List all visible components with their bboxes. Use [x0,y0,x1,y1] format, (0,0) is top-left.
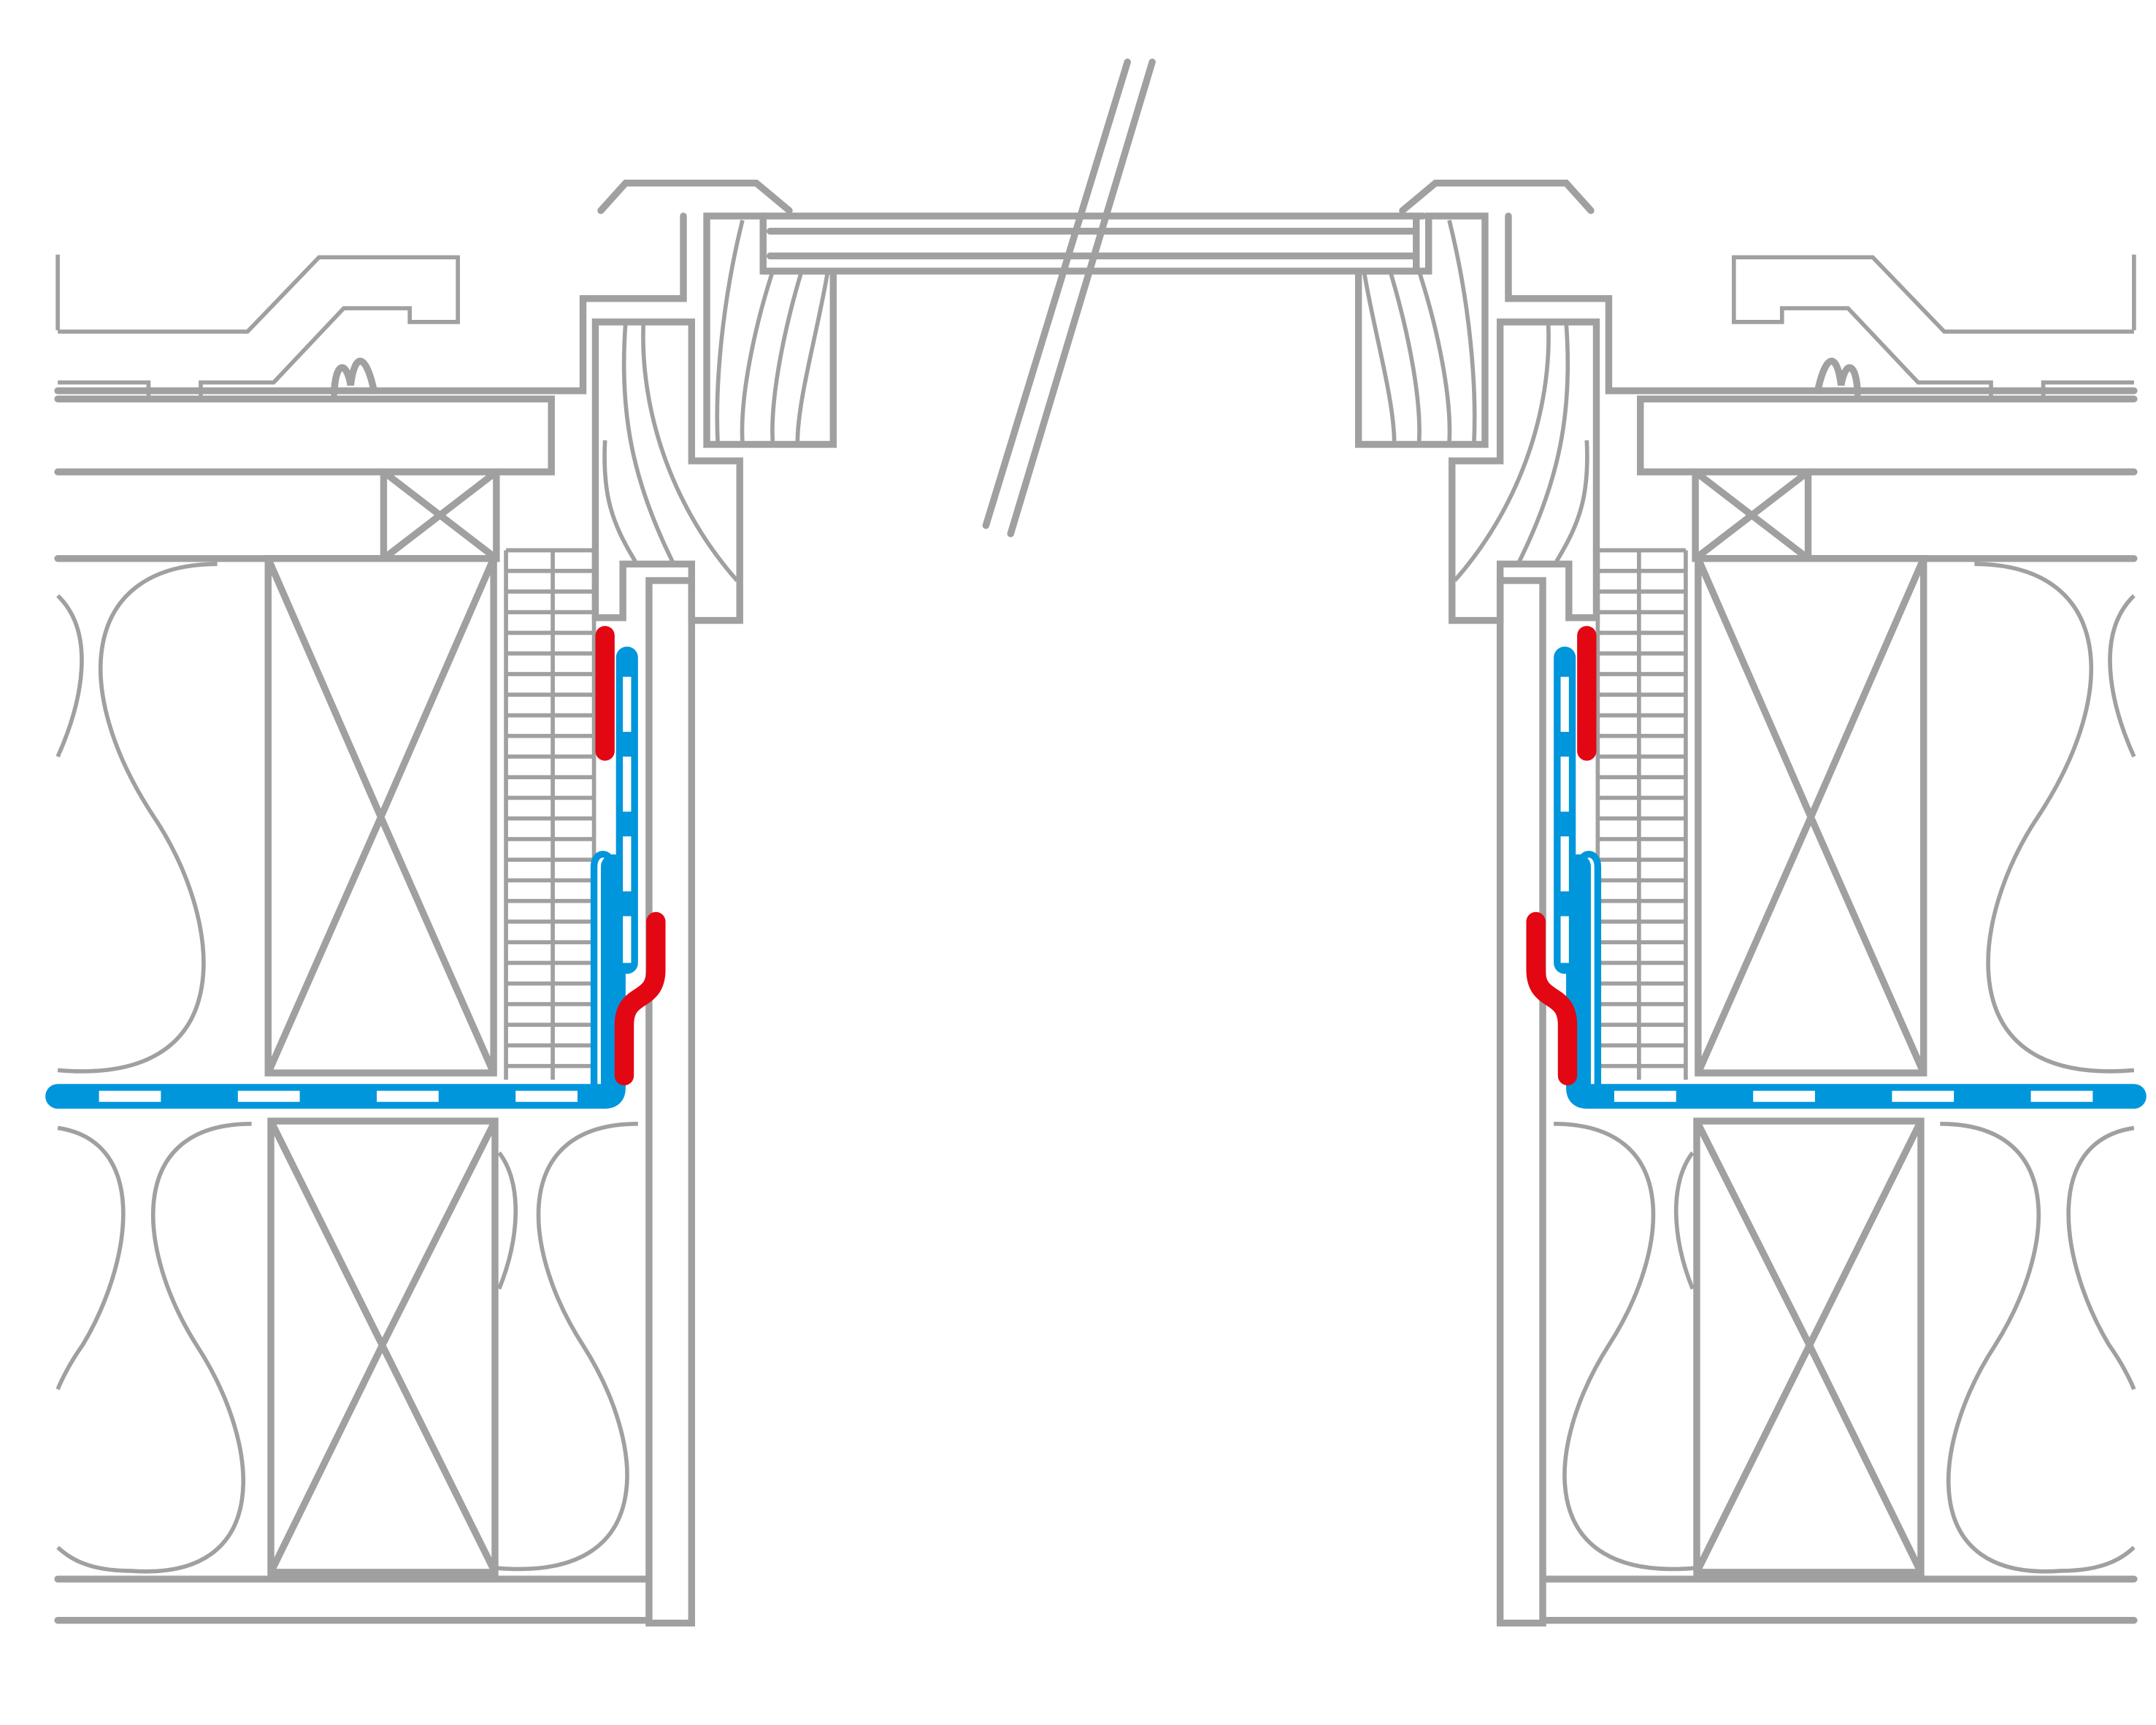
left-section [58,183,833,1623]
right-section [1359,183,2134,1623]
glazing [759,58,1427,538]
